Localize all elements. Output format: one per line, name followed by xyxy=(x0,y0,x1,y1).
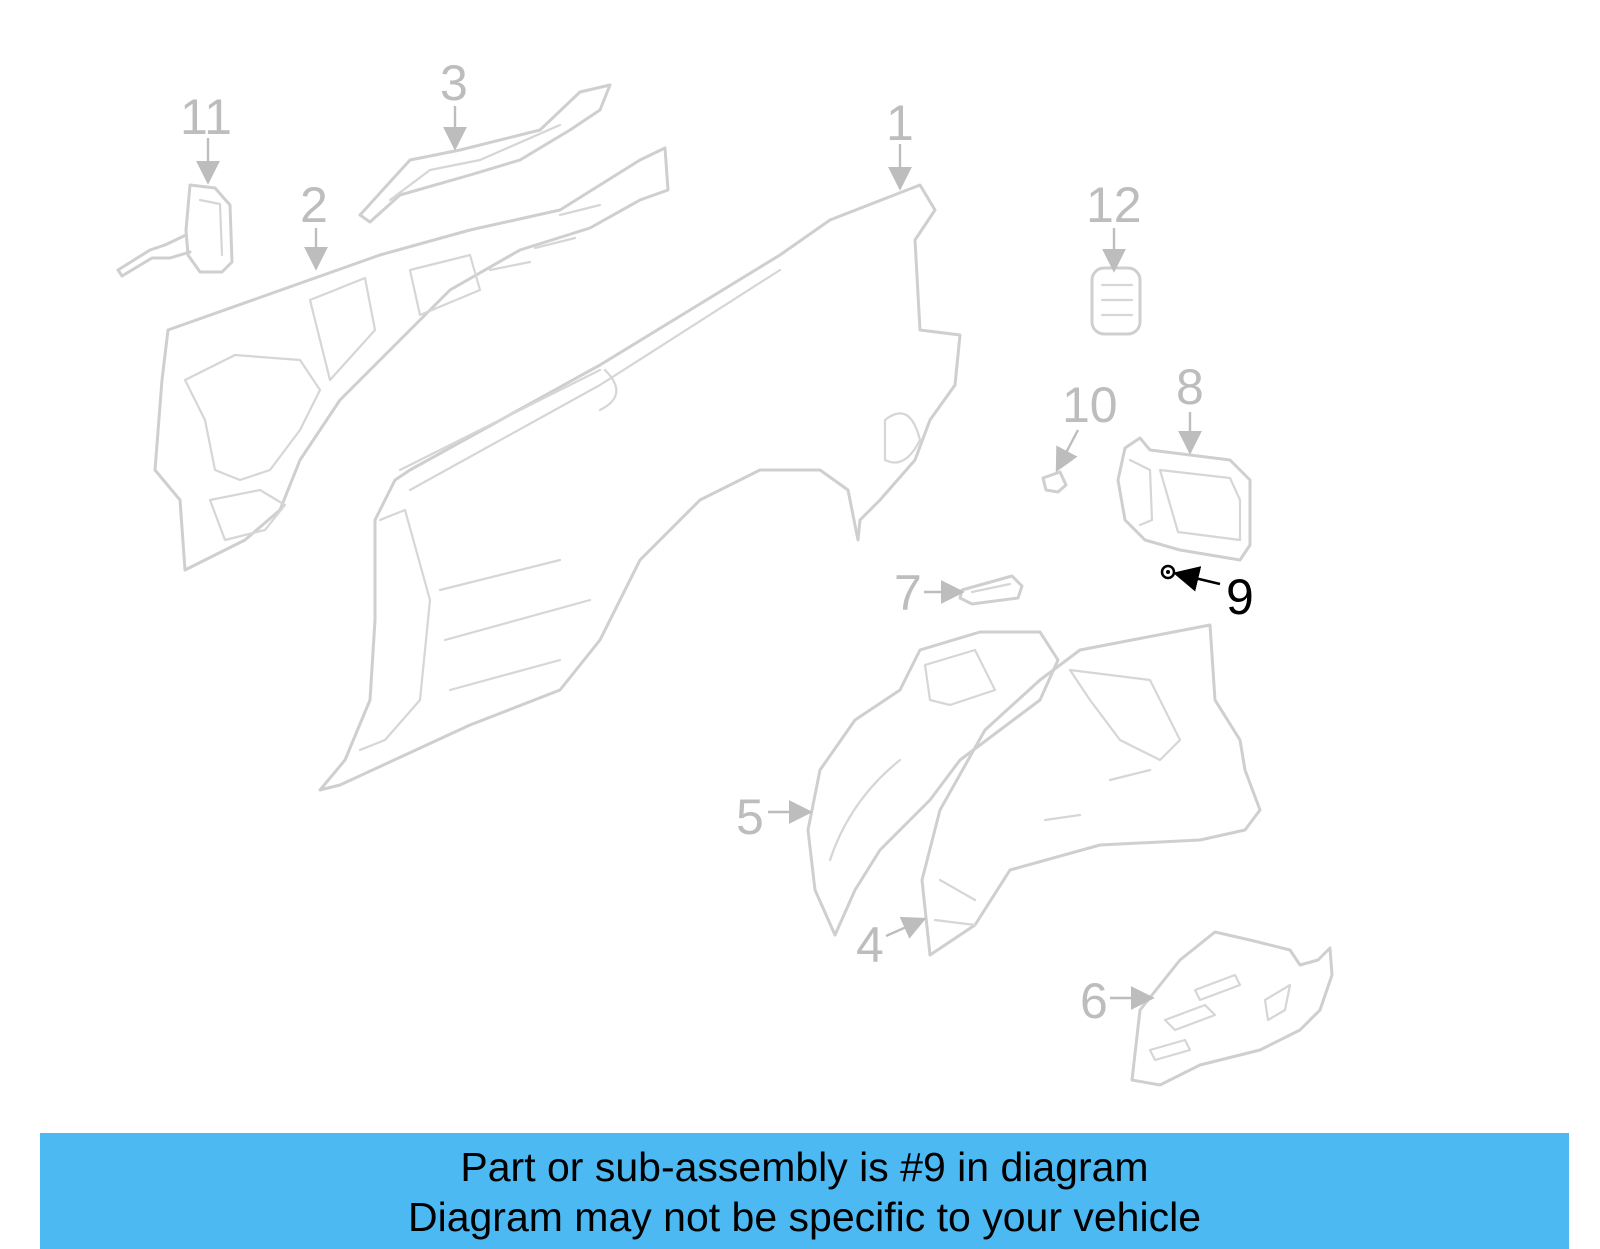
part-9-nut[interactable] xyxy=(1160,564,1176,580)
callout-2[interactable]: 2 xyxy=(300,177,328,233)
part-7-bracket[interactable] xyxy=(958,574,1024,606)
callout-1[interactable]: 1 xyxy=(886,95,914,151)
callout-7[interactable]: 7 xyxy=(894,565,922,621)
callout-11[interactable]: 11 xyxy=(180,89,232,145)
info-banner: Part or sub-assembly is #9 in diagram Di… xyxy=(40,1133,1569,1249)
leader-arrow-10 xyxy=(1055,429,1080,473)
callout-5[interactable]: 5 xyxy=(736,789,764,845)
banner-line-disclaimer: Diagram may not be specific to your vehi… xyxy=(407,1194,1201,1240)
callout-3[interactable]: 3 xyxy=(440,55,468,111)
callout-8[interactable]: 8 xyxy=(1176,359,1204,415)
leader-arrow-9 xyxy=(1172,566,1221,592)
callout-12[interactable]: 12 xyxy=(1086,177,1142,233)
part-6-extension-panel[interactable] xyxy=(1130,930,1334,1087)
callout-10[interactable]: 10 xyxy=(1062,377,1118,433)
part-11-cable-release[interactable] xyxy=(116,183,234,278)
leader-arrow-4 xyxy=(885,916,927,939)
callout-9[interactable]: 9 xyxy=(1226,569,1254,625)
part-8-fuel-door[interactable] xyxy=(1116,436,1252,562)
part-12-vent[interactable] xyxy=(1090,266,1142,336)
part-4-wheelhouse-inner[interactable] xyxy=(920,623,1262,957)
callout-6[interactable]: 6 xyxy=(1080,973,1108,1029)
callout-4[interactable]: 4 xyxy=(856,917,884,973)
part-10-clip[interactable] xyxy=(1041,470,1068,494)
part-5-wheelhouse-outer[interactable] xyxy=(806,630,1060,937)
part-2-inner-quarter-panel[interactable] xyxy=(153,146,670,572)
part-1-quarter-panel[interactable] xyxy=(318,183,962,792)
banner-line-part: Part or sub-assembly is #9 in diagram xyxy=(460,1144,1149,1190)
